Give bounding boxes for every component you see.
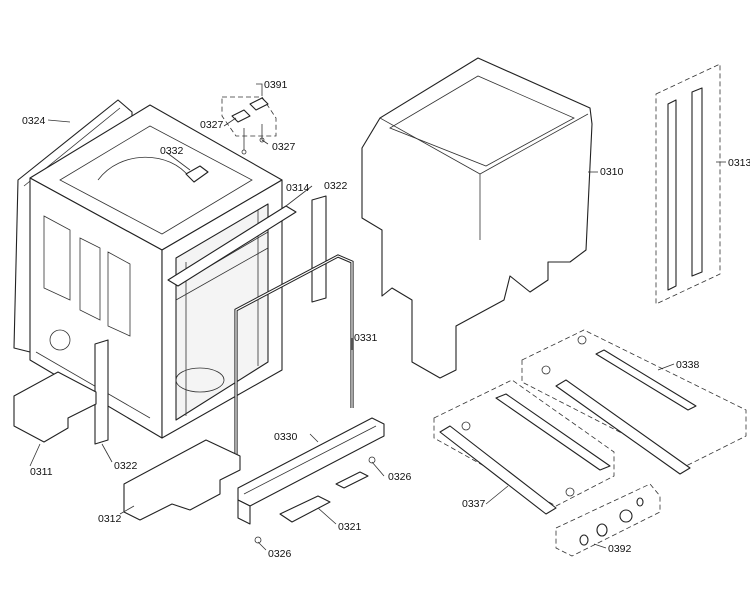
leader-lines: [29, 83, 726, 551]
part-0322-strip-lower: [94, 339, 109, 445]
part-labels: 0324 0332 0327 0391 0327 0314 0322 0310 …: [22, 79, 750, 560]
label-0391: 0391: [264, 79, 288, 91]
label-0322-lower: 0322: [114, 460, 138, 472]
label-0332: 0332: [160, 145, 184, 157]
label-0322-upper: 0322: [324, 180, 348, 192]
part-0331-gasket: [234, 254, 354, 460]
part-0313-trim: [655, 63, 721, 305]
label-0326-bottom: 0326: [268, 548, 292, 560]
label-0313: 0313: [728, 157, 750, 169]
label-0330: 0330: [274, 431, 298, 443]
part-0391-hinge-group: [221, 96, 277, 155]
label-0310: 0310: [600, 166, 624, 178]
part-0311-insulation: [13, 371, 97, 443]
part-0312-insulation: [123, 439, 241, 521]
part-0338-rails: [521, 329, 747, 475]
part-0326-screw: [254, 456, 376, 544]
label-0324: 0324: [22, 115, 46, 127]
part-0322-strip-upper: [311, 195, 327, 303]
tub-assembly: [29, 104, 283, 439]
label-0312: 0312: [98, 513, 122, 525]
part-0321-foot: [279, 471, 369, 523]
label-0314: 0314: [286, 182, 310, 194]
label-0327-right: 0327: [272, 141, 296, 153]
label-0321: 0321: [338, 521, 362, 533]
label-0326-right: 0326: [388, 471, 412, 483]
label-0337: 0337: [462, 498, 486, 510]
part-0310-insulation: [361, 57, 593, 379]
part-0332-bracket: [185, 165, 209, 183]
part-0392-hardware: [555, 483, 661, 557]
label-0338: 0338: [676, 359, 700, 371]
label-0392: 0392: [608, 543, 632, 555]
label-0311: 0311: [30, 466, 53, 478]
part-0314-rail: [167, 205, 297, 287]
label-0331: 0331: [354, 332, 378, 344]
part-0330-base: [237, 417, 385, 525]
part-0337-rails: [433, 379, 615, 515]
label-0327-left: 0327: [200, 119, 224, 131]
